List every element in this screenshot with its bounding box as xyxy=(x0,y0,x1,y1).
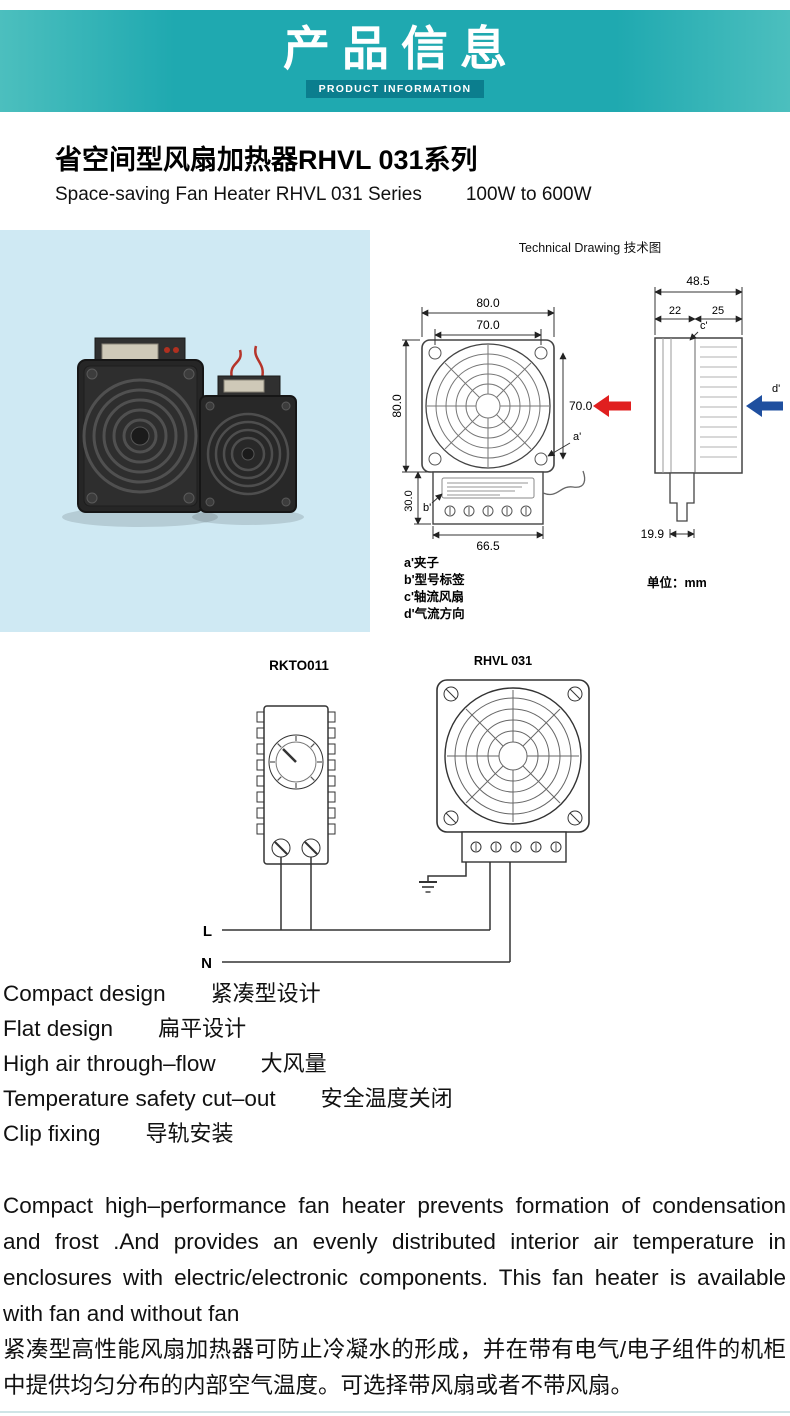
dim-front-height-inner: 70.0 xyxy=(569,399,593,413)
side-view-dimensions xyxy=(654,287,743,538)
feature-zh: 导轨安装 xyxy=(145,1121,234,1146)
dim-depth-total: 48.5 xyxy=(686,274,710,288)
feature-row: Clip fixing 导轨安装 xyxy=(3,1116,453,1151)
banner-subtitle: PRODUCT INFORMATION xyxy=(305,79,485,98)
dim-front-width-inner: 70.0 xyxy=(476,318,500,332)
technical-drawing-title: Technical Drawing 技术图 xyxy=(519,241,661,255)
title-block: 省空间型风扇加热器RHVL 031系列 Space-saving Fan Hea… xyxy=(55,138,592,206)
feature-en: High air through–flow xyxy=(3,1051,216,1076)
front-view-dimensions xyxy=(402,307,571,539)
line-terminal-label: L xyxy=(203,923,212,940)
description-en: Compact high–performance fan heater prev… xyxy=(3,1193,786,1326)
feature-en: Clip fixing xyxy=(3,1121,101,1146)
callout-d: d' xyxy=(772,383,780,395)
feature-zh: 安全温度关闭 xyxy=(320,1086,453,1111)
feature-zh: 紧凑型设计 xyxy=(210,981,321,1006)
heater-drawing xyxy=(436,679,590,863)
small-heater-image xyxy=(192,345,304,525)
feature-row: High air through–flow 大风量 xyxy=(3,1046,453,1081)
power-range: 100W to 600W xyxy=(465,184,592,205)
dim-depth-body: 25 xyxy=(712,305,724,317)
feature-zh: 大风量 xyxy=(260,1051,327,1076)
ground-symbol-icon xyxy=(419,881,437,893)
technical-drawing-panel: Technical Drawing 技术图 xyxy=(390,235,790,640)
dim-base-height: 30.0 xyxy=(403,490,415,511)
callout-b: b' xyxy=(423,502,431,514)
description-block: Compact high–performance fan heater prev… xyxy=(3,1188,786,1404)
dim-depth-fan: 22 xyxy=(669,305,681,317)
legend-c: c'轴流风扇 xyxy=(404,589,464,604)
legend-a: a'夹子 xyxy=(404,555,439,570)
neutral-terminal-label: N xyxy=(201,955,212,972)
dim-front-height-outer: 80.0 xyxy=(390,394,404,418)
legend-d: d'气流方向 xyxy=(404,606,465,621)
feature-en: Flat design xyxy=(3,1016,114,1041)
thermostat-drawing xyxy=(256,705,336,865)
side-view-drawing xyxy=(654,337,743,522)
features-list: Compact design 紧凑型设计 Flat design 扁平设计 Hi… xyxy=(3,976,453,1151)
page-subtitle: Space-saving Fan Heater RHVL 031 Series … xyxy=(55,184,592,206)
feature-en: Compact design xyxy=(3,981,166,1006)
feature-zh: 扁平设计 xyxy=(158,1016,247,1041)
airflow-arrow-red xyxy=(593,395,631,417)
product-photo xyxy=(0,230,370,632)
banner: 产品信息 PRODUCT INFORMATION xyxy=(0,10,790,112)
wires xyxy=(222,857,511,963)
front-view-drawing xyxy=(421,339,586,525)
heater-label: RHVL 031 xyxy=(474,654,532,668)
callout-a: a' xyxy=(573,431,581,443)
series-name-en: Space-saving Fan Heater RHVL 031 Series xyxy=(55,184,422,205)
description-zh: 紧凑型高性能风扇加热器可防止冷凝水的形成，并在带有电气/电子组件的机柜中提供均匀… xyxy=(3,1337,786,1398)
dim-clip-width: 19.9 xyxy=(641,527,665,541)
thermostat-label: RKTO011 xyxy=(269,658,329,673)
feature-en: Temperature safety cut–out xyxy=(3,1086,276,1111)
feature-row: Temperature safety cut–out 安全温度关闭 xyxy=(3,1081,453,1116)
unit-label: 单位：mm xyxy=(647,575,707,590)
feature-row: Compact design 紧凑型设计 xyxy=(3,976,453,1011)
callout-c: c' xyxy=(700,320,708,332)
banner-title: 产品信息 xyxy=(283,21,519,75)
dim-base-width: 66.5 xyxy=(476,539,500,553)
dim-front-width-outer: 80.0 xyxy=(476,296,500,310)
page-title: 省空间型风扇加热器RHVL 031系列 xyxy=(55,145,478,175)
airflow-arrow-blue xyxy=(746,395,783,417)
wiring-diagram: RKTO011 RHVL 031 xyxy=(0,650,790,985)
large-heater-image xyxy=(62,337,218,527)
feature-row: Flat design 扁平设计 xyxy=(3,1011,453,1046)
bottom-divider xyxy=(0,1411,790,1413)
legend-b: b'型号标签 xyxy=(404,572,465,587)
